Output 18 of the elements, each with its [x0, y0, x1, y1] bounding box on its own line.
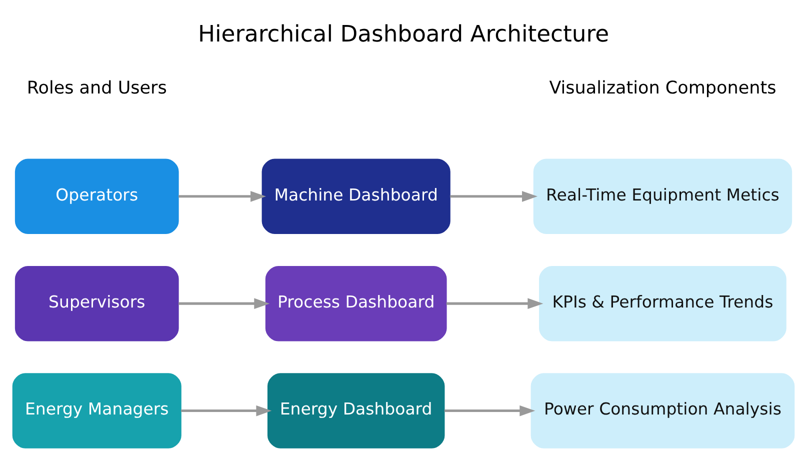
label: Visualization Components: [549, 78, 776, 98]
node-box: Energy Managers: [12, 372, 182, 448]
arrow: [446, 298, 544, 308]
node-box: Supervisors: [14, 265, 179, 341]
arrow: [178, 298, 270, 308]
node-box: Process Dashboard: [265, 265, 447, 341]
node-box: Operators: [14, 158, 179, 234]
arrow: [181, 404, 272, 416]
node-box: Power Consumption Analysis: [530, 372, 795, 448]
diagram-title: Hierarchical Dashboard Architecture: [198, 20, 610, 47]
arrow: [450, 190, 538, 202]
label: Roles and Users: [26, 78, 167, 98]
arrow: [178, 190, 266, 202]
node-box: KPIs & Performance Trends: [539, 265, 786, 341]
arrow: [444, 404, 536, 416]
node-box: Machine Dashboard: [262, 158, 450, 234]
node-box: Real-Time Equipment Metics: [533, 158, 792, 234]
node-box: Energy Dashboard: [267, 372, 445, 448]
